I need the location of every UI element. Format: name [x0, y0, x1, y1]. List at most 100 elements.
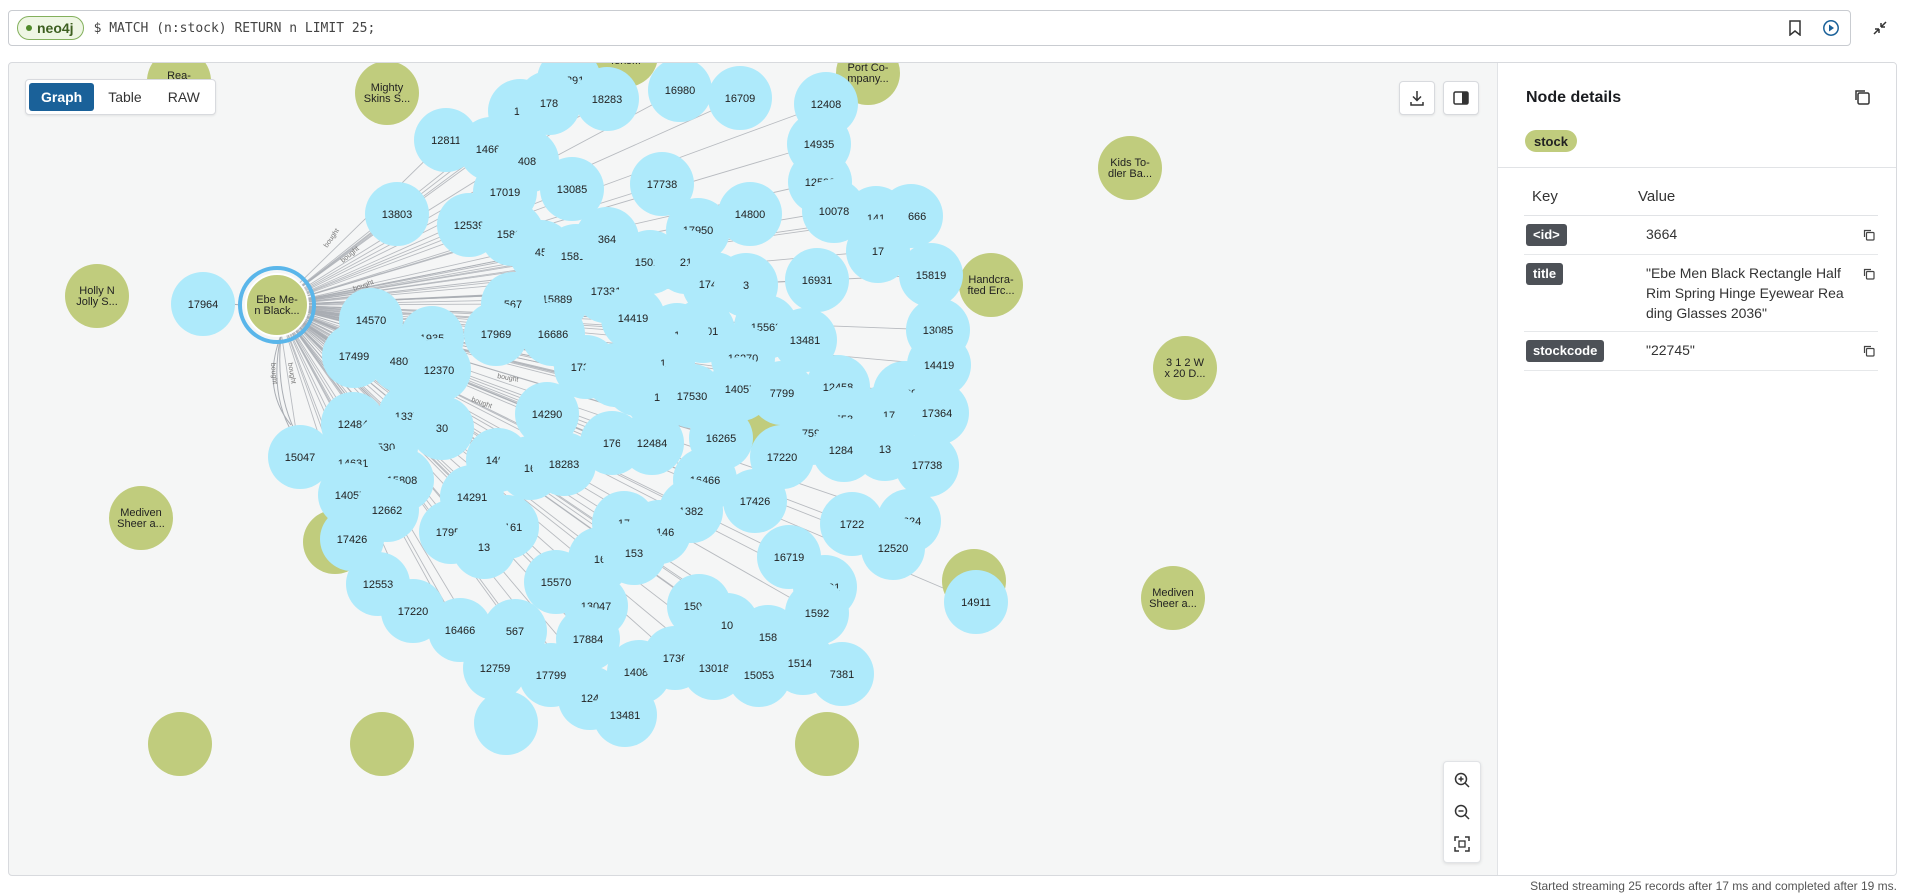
customer-node-label: 1736: [663, 653, 687, 665]
tab-raw[interactable]: RAW: [167, 89, 200, 105]
stock-node[interactable]: [148, 712, 212, 776]
run-query-icon[interactable]: [1820, 17, 1842, 39]
customer-node-label: 17364: [922, 408, 953, 420]
customer-node[interactable]: 17426: [723, 469, 787, 533]
edge-label: bought: [497, 373, 519, 384]
customer-node[interactable]: 17364: [905, 381, 969, 445]
stock-node[interactable]: Handcra-fted Erc...: [959, 253, 1023, 317]
node-label-chip[interactable]: stock: [1525, 130, 1577, 152]
customer-node[interactable]: 7381: [810, 642, 874, 706]
stock-node-label: Handcra-fted Erc...: [967, 274, 1014, 297]
customer-node[interactable]: 16980: [648, 63, 712, 122]
customer-node-circle: [322, 324, 386, 388]
customer-node[interactable]: 153: [602, 521, 666, 585]
customer-node[interactable]: 13481: [593, 683, 657, 747]
customer-node-label: 16980: [665, 85, 696, 97]
customer-node-circle: [899, 243, 963, 307]
customer-node[interactable]: 13: [452, 515, 516, 579]
collapse-icon[interactable]: [1868, 16, 1892, 40]
customer-node[interactable]: 12484: [620, 411, 684, 475]
customer-node[interactable]: 10078: [802, 179, 866, 243]
selection-ring: [238, 266, 316, 344]
customer-node[interactable]: 18283: [575, 67, 639, 131]
customer-node[interactable]: 12520: [861, 516, 925, 580]
customer-node-label: 14057: [725, 384, 756, 396]
customer-node-label: 176: [603, 438, 621, 450]
download-button[interactable]: [1399, 81, 1435, 115]
customer-node[interactable]: 14290: [515, 382, 579, 446]
customer-node[interactable]: 17738: [630, 152, 694, 216]
selected-node-circle: [245, 273, 309, 337]
customer-node-label: 16931: [802, 275, 833, 287]
customer-node[interactable]: 13481: [773, 308, 837, 372]
customer-node[interactable]: 17: [846, 219, 910, 283]
fit-to-screen-icon[interactable]: [1448, 830, 1476, 858]
customer-node[interactable]: 30: [410, 396, 474, 460]
copy-value-icon[interactable]: [1860, 265, 1878, 283]
zoom-in-icon[interactable]: [1448, 766, 1476, 794]
stock-node[interactable]: [350, 712, 414, 776]
database-badge[interactable]: neo4j: [17, 16, 84, 40]
bookmark-icon[interactable]: [1784, 17, 1806, 39]
copy-all-icon[interactable]: [1850, 85, 1874, 109]
customer-node[interactable]: 15047: [268, 425, 332, 489]
customer-node[interactable]: 178: [517, 71, 581, 135]
stock-node-label: Port Co-mpany...: [847, 63, 888, 85]
database-name: neo4j: [37, 20, 74, 36]
customer-node-label: 567: [506, 626, 524, 638]
key-column-header: Key: [1532, 188, 1558, 205]
customer-node[interactable]: 16931: [785, 248, 849, 312]
customer-node[interactable]: 14800: [718, 182, 782, 246]
customer-node-label: 17964: [188, 299, 219, 311]
copy-value-icon[interactable]: [1860, 342, 1878, 360]
zoom-out-icon[interactable]: [1448, 798, 1476, 826]
tab-table[interactable]: Table: [108, 89, 142, 105]
customer-node[interactable]: 16709: [708, 66, 772, 130]
customer-node[interactable]: 17964: [171, 272, 235, 336]
connection-status-dot-icon: [26, 25, 32, 31]
details-divider: [1498, 167, 1896, 168]
customer-node-label: 12408: [811, 99, 842, 111]
tab-graph[interactable]: Graph: [29, 83, 95, 111]
customer-node-circle: [785, 248, 849, 312]
stock-node[interactable]: Kids To-dler Ba...: [1098, 136, 1162, 200]
customer-node-label: 124: [581, 693, 599, 705]
customer-node[interactable]: [474, 691, 538, 755]
customer-node-label: 153: [625, 548, 643, 560]
customer-node-circle: [515, 382, 579, 446]
customer-node[interactable]: 18283: [532, 432, 596, 496]
customer-node-label: 15053: [744, 670, 775, 682]
customer-node[interactable]: 15819: [899, 243, 963, 307]
customer-node[interactable]: 124: [558, 666, 622, 730]
customer-node-label: 7381: [830, 669, 854, 681]
customer-node[interactable]: 14911: [944, 570, 1008, 634]
customer-node[interactable]: 12370: [407, 338, 471, 402]
customer-node-circle: [474, 691, 538, 755]
stock-node[interactable]: [795, 712, 859, 776]
toggle-details-panel-button[interactable]: [1443, 81, 1479, 115]
customer-node[interactable]: 1592: [785, 581, 849, 645]
query-bar[interactable]: neo4j $ MATCH (n:stock) RETURN n LIMIT 2…: [8, 10, 1851, 46]
selected-stock-node[interactable]: Ebe Me-n Black...: [238, 266, 316, 344]
customer-node-label: 12553: [363, 579, 394, 591]
customer-node-label: 17738: [647, 179, 678, 191]
customer-node[interactable]: 12759: [463, 636, 527, 700]
customer-node[interactable]: 17969: [464, 302, 528, 366]
customer-node[interactable]: 17499: [322, 324, 386, 388]
copy-value-icon[interactable]: [1860, 226, 1878, 244]
customer-node[interactable]: 13085: [540, 157, 604, 221]
query-editor[interactable]: $ MATCH (n:stock) RETURN n LIMIT 25;: [93, 20, 376, 36]
customer-node-label: 12759: [480, 663, 511, 675]
stock-node-circle: [355, 63, 419, 125]
customer-node-label: 15819: [916, 270, 947, 282]
customer-node[interactable]: 13803: [365, 182, 429, 246]
customer-node[interactable]: 17738: [895, 433, 959, 497]
